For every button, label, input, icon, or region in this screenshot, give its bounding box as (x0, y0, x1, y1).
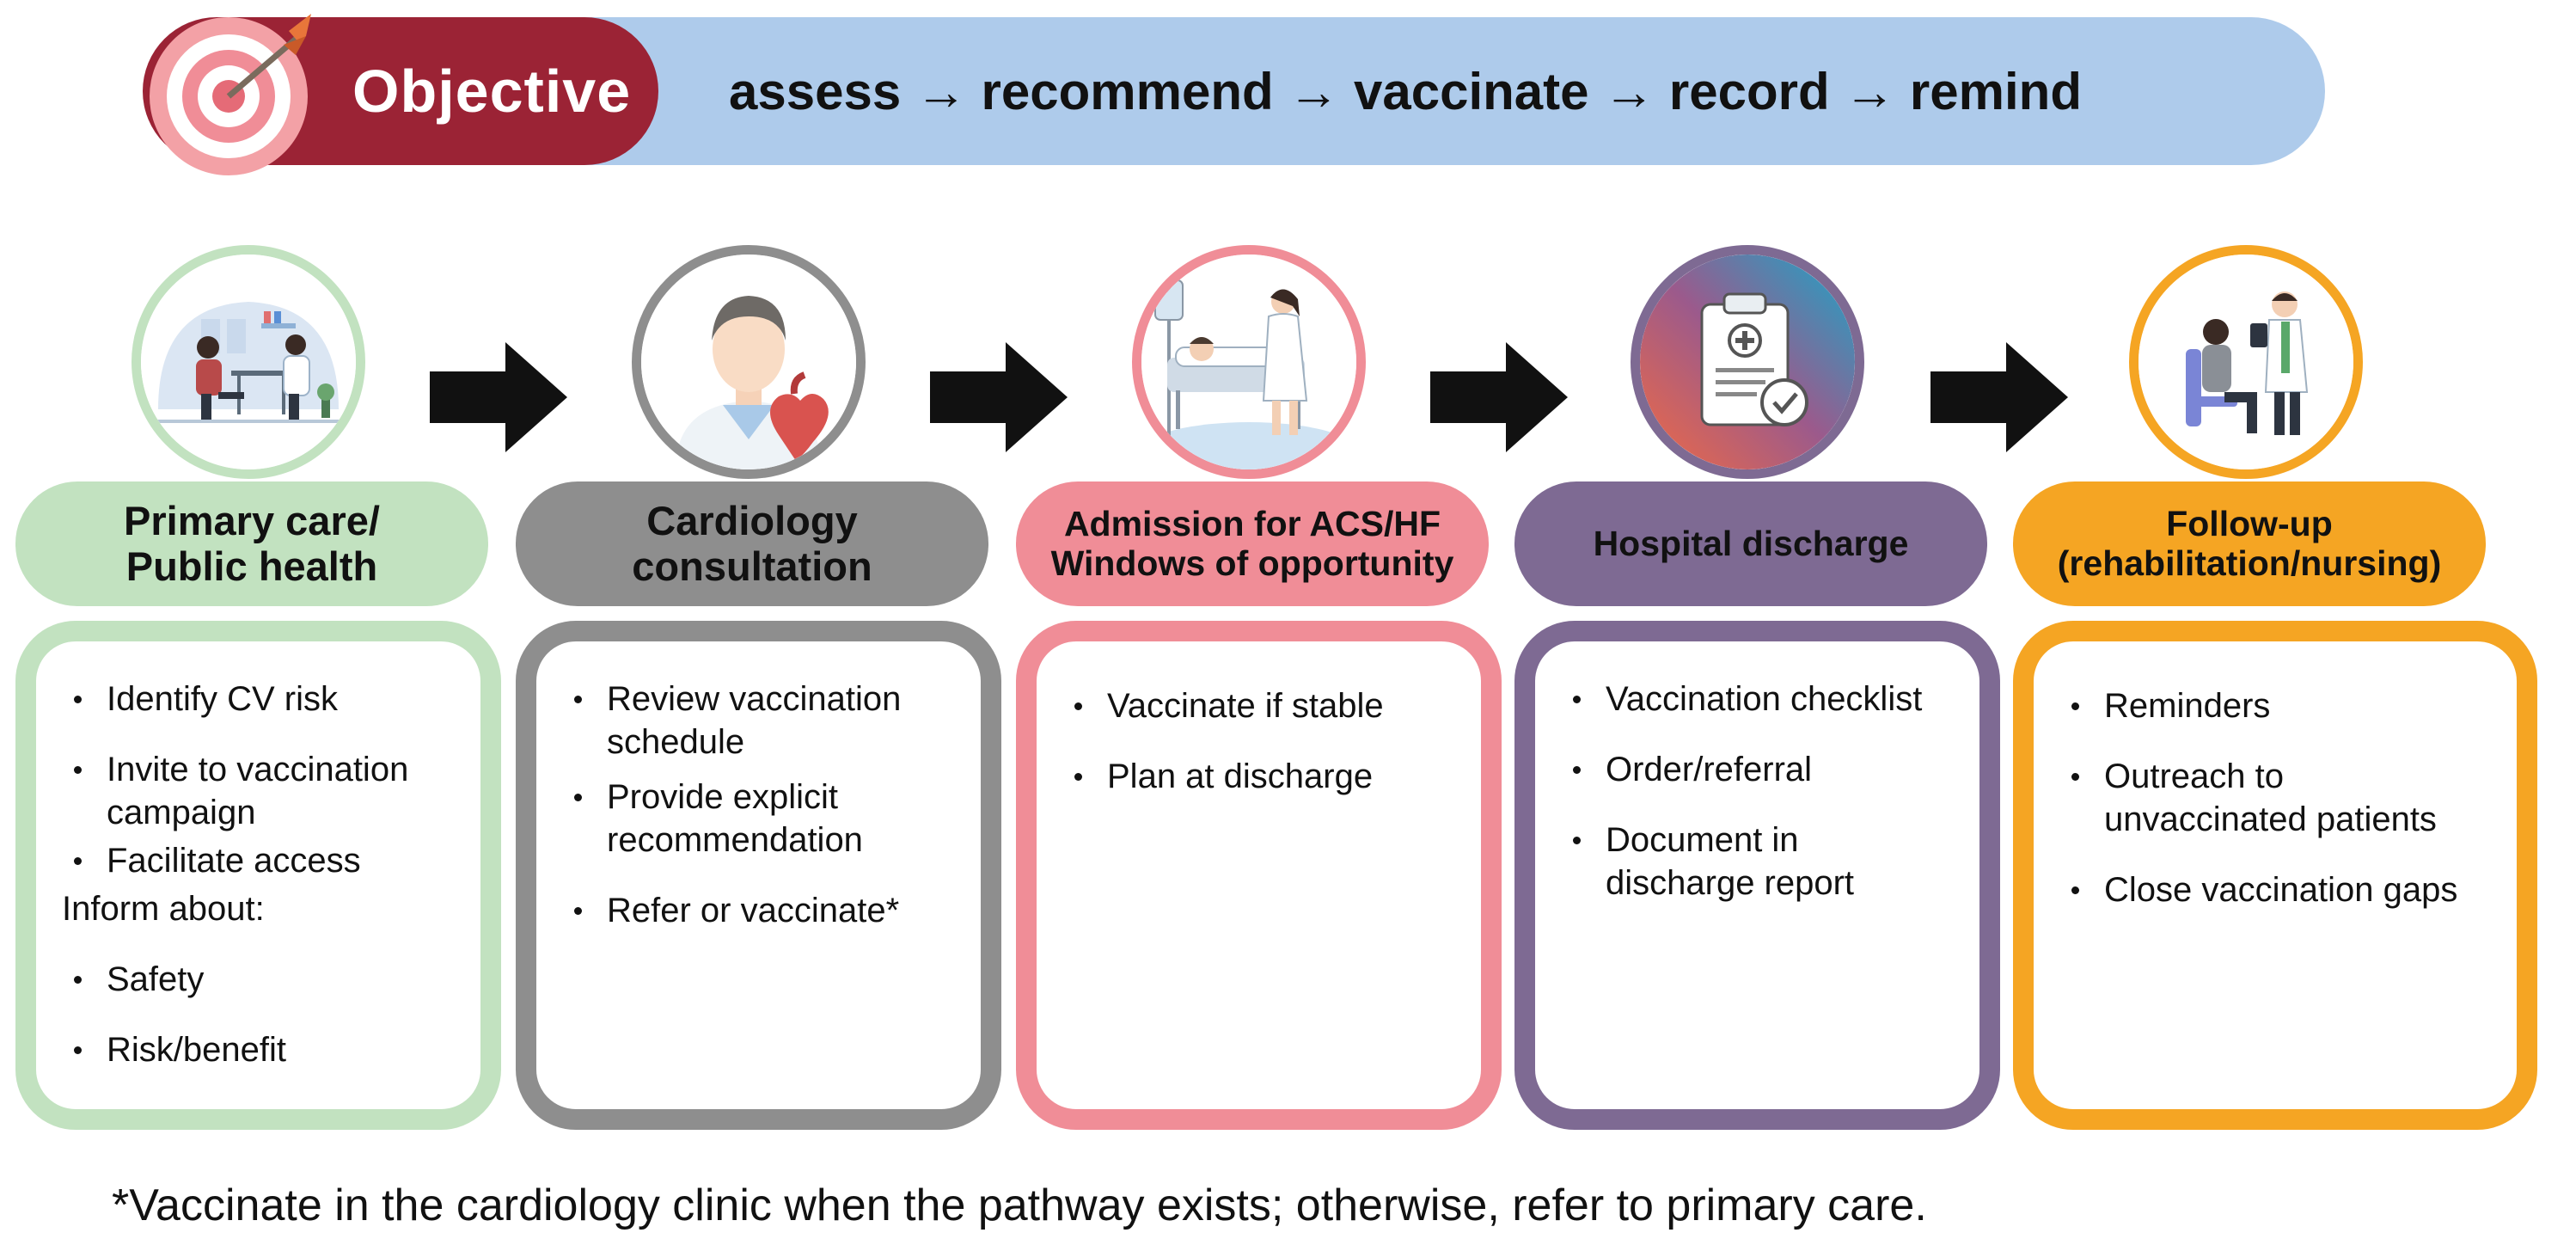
arrow-right-icon (930, 342, 1068, 452)
target-icon (143, 10, 315, 182)
stage-title-line1: Cardiology (646, 497, 858, 543)
list-item: Outreach to unvaccinated patients (2068, 755, 2491, 841)
stage-actions-card: Identify CV risk Invite to vaccination c… (15, 621, 501, 1130)
stage-title-line1: Follow-up (2166, 503, 2333, 543)
doctor-patient-followup-icon (2129, 245, 2363, 479)
list-item: Refer or vaccinate* (571, 889, 955, 932)
stage-actions-card: Vaccinate if stable Plan at discharge (1016, 621, 1502, 1130)
arrow-right-icon (430, 342, 567, 452)
stage-title-line1: Primary care/ (124, 497, 380, 543)
cardiologist-heart-icon (632, 245, 866, 479)
arrow-right-icon (1930, 342, 2068, 452)
stage-follow-up: Follow-up(rehabilitation/nursing) Remind… (2013, 0, 2537, 1144)
stage-title-line2: (rehabilitation/nursing) (2057, 543, 2442, 583)
stage-actions-card: Vaccination checklist Order/referral Doc… (1514, 621, 2000, 1130)
footnote: *Vaccinate in the cardiology clinic when… (112, 1181, 1927, 1230)
clipboard-check-icon (1631, 245, 1864, 479)
stage-title-line1: Hospital discharge (1593, 523, 1909, 563)
inform-subheading: Inform about: (62, 890, 265, 928)
list-item: Invite to vaccination campaign (70, 748, 455, 834)
stage-title-pill: Follow-up(rehabilitation/nursing) (2013, 481, 2486, 606)
stage-title-line2: Public health (125, 543, 378, 589)
list-item: Risk/benefit (70, 1028, 455, 1071)
stage-actions-card: Review vaccination schedule Provide expl… (516, 621, 1001, 1130)
objective-steps: assess → recommend → vaccinate → record … (729, 62, 2082, 120)
list-item: Review vaccination schedule (571, 678, 955, 764)
list-item: Document in discharge report (1569, 819, 1954, 905)
stage-actions-card: Reminders Outreach to unvaccinated patie… (2013, 621, 2537, 1130)
list-item: Facilitate access (70, 839, 455, 882)
list-item: Safety (70, 958, 455, 1001)
list-item: Reminders (2068, 684, 2491, 727)
list-item: Order/referral (1569, 748, 1954, 791)
list-item: Vaccinate if stable (1071, 684, 1455, 727)
list-item: Close vaccination gaps (2068, 868, 2491, 911)
list-item: Plan at discharge (1071, 755, 1455, 798)
stage-title-line2: consultation (632, 543, 872, 589)
list-item: Identify CV risk (70, 678, 455, 721)
list-item: Provide explicit recommendation (571, 776, 955, 862)
objective-label: Objective (352, 58, 632, 125)
list-item: Vaccination checklist (1569, 678, 1954, 721)
stage-primary-care: Primary care/Public health Identify CV r… (15, 0, 501, 1144)
stage-hospital-discharge: Hospital discharge Vaccination checklist… (1514, 0, 2000, 1144)
hospital-bed-icon (1132, 245, 1366, 479)
stage-title-pill: Primary care/Public health (15, 481, 488, 606)
stage-title-pill: Hospital discharge (1514, 481, 1987, 606)
stage-title-line2: Windows of opportunity (1050, 543, 1454, 583)
patient-consultation-icon (132, 245, 365, 479)
stage-title-line1: Admission for ACS/HF (1063, 503, 1441, 543)
arrow-right-icon (1430, 342, 1568, 452)
